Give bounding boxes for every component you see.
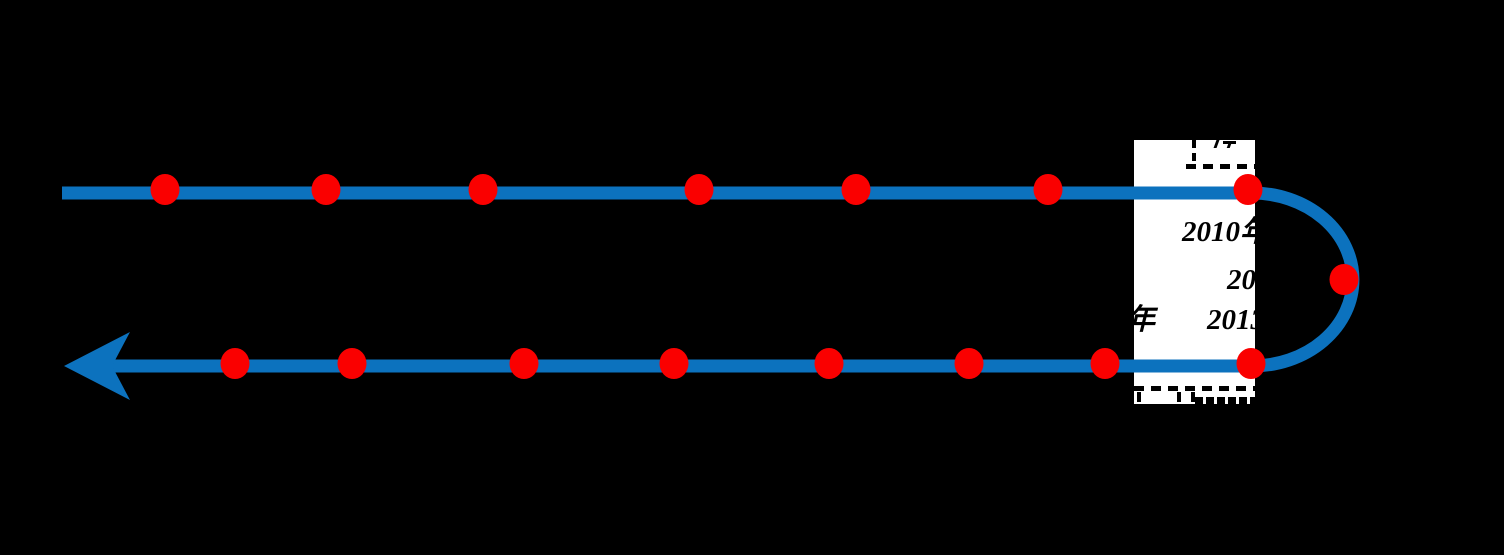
dashed-callout-border-bottom-vertical	[1177, 392, 1181, 402]
clipped-text-band	[1195, 397, 1255, 404]
timeline-dot	[220, 348, 250, 379]
timeline-dot	[468, 174, 498, 205]
year-label-2010: 2010年	[1182, 216, 1255, 248]
year-label-left-fragment: 年	[1134, 306, 1155, 335]
timeline-dot	[1090, 348, 1120, 379]
dashed-callout-border-bottom-horizontal	[1134, 386, 1255, 391]
timeline-dot	[1329, 264, 1359, 295]
timeline-dot	[684, 174, 714, 205]
dashed-callout-border-bottom-vertical	[1137, 392, 1141, 402]
dashed-callout-border-top-vertical	[1192, 140, 1196, 165]
dashed-callout-border-bottom-vertical	[1191, 392, 1195, 402]
dashed-callout-border-top-horizontal	[1186, 164, 1255, 169]
year-label-row2: 20	[1227, 264, 1255, 296]
timeline-dot	[1033, 174, 1063, 205]
timeline-dot	[954, 348, 984, 379]
year-label-2013: 2013	[1207, 304, 1255, 336]
timeline-dot	[814, 348, 844, 379]
timeline-dot	[1233, 174, 1263, 205]
timeline-dots	[150, 174, 1359, 379]
timeline-dot	[841, 174, 871, 205]
timeline-dot	[337, 348, 367, 379]
left-arrowhead-icon	[64, 332, 130, 400]
timeline-dot	[1236, 348, 1266, 379]
timeline-dot	[509, 348, 539, 379]
timeline-dot	[311, 174, 341, 205]
timeline-dot	[150, 174, 180, 205]
timeline-dot	[659, 348, 689, 379]
